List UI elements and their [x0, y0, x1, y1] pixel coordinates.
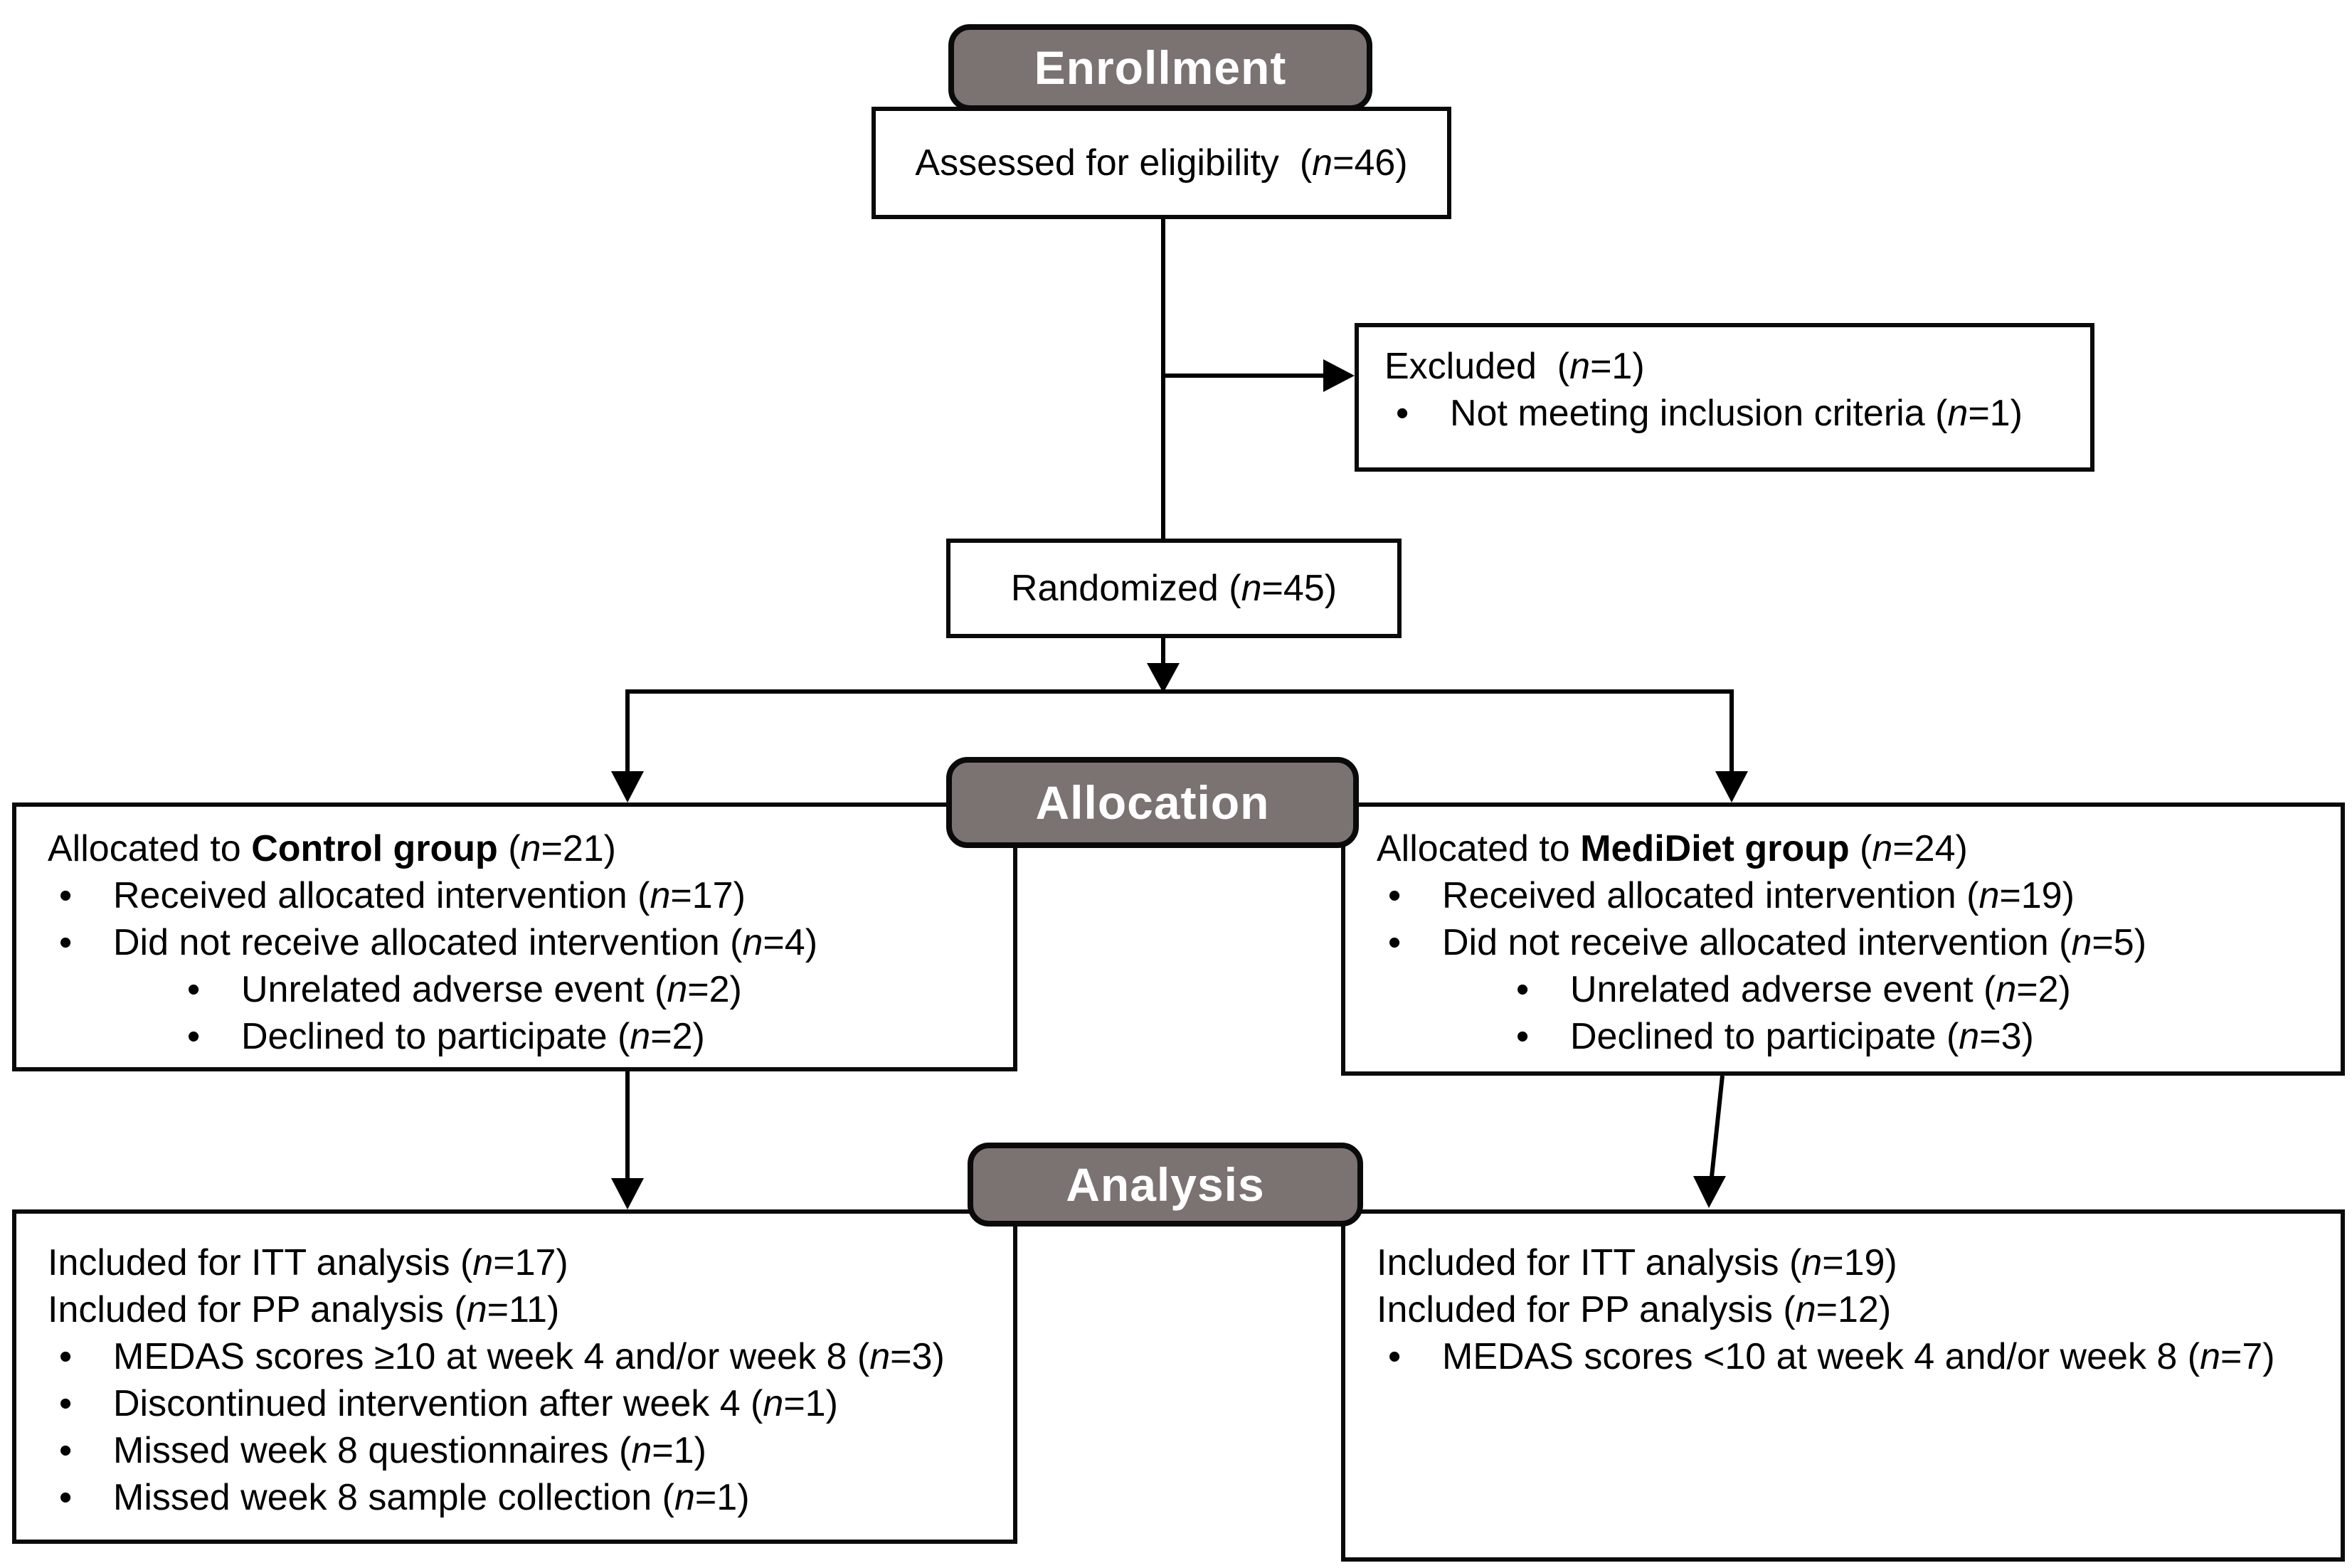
- allocated-medidiet-group-box: Allocated to MediDiet group (n=24) • Recei…: [1341, 802, 2345, 1076]
- bullet-glyph: •: [1516, 969, 1530, 1010]
- allocation-stage-label: Allocation: [1035, 776, 1270, 829]
- enrollment-stage-label: Enrollment: [1034, 41, 1287, 94]
- arrowhead-medidiet-icon: [1715, 771, 1748, 802]
- text-line: • MEDAS scores ≥10 at week 4 and/or week …: [48, 1333, 999, 1380]
- text-line: • Received allocated intervention (n=19): [1377, 872, 2326, 919]
- text-line: • Not meeting inclusion criteria (n=1): [1384, 390, 2079, 437]
- text-line: Assessed for eligibility (n=46): [915, 139, 1407, 186]
- analysis-stage-label: Analysis: [1066, 1158, 1265, 1211]
- line-text: Received allocated intervention (n=17): [113, 875, 746, 916]
- line-text: Unrelated adverse event (n=2): [1570, 969, 2071, 1010]
- line-text: Excluded (n=1): [1384, 346, 1645, 387]
- text-line: Randomized (n=45): [1011, 565, 1337, 612]
- analysis-control-group-box: Included for ITT analysis (n=17) Included…: [12, 1209, 1017, 1544]
- bullet-glyph: •: [1388, 875, 1402, 916]
- line-text: Declined to participate (n=2): [241, 1016, 705, 1057]
- line-text: Included for ITT analysis (n=17): [48, 1242, 568, 1283]
- randomized-box: Randomized (n=45): [946, 539, 1402, 638]
- text-line: Excluded (n=1): [1384, 343, 2079, 390]
- enrollment-stage-tab: Enrollment: [948, 24, 1372, 111]
- connector-split-line: [625, 689, 1734, 774]
- line-text: MEDAS scores ≥10 at week 4 and/or week 8…: [113, 1336, 945, 1377]
- bullet-glyph: •: [59, 922, 73, 963]
- bullet-glyph: •: [59, 1383, 73, 1424]
- arrowhead-split-center-icon: [1147, 663, 1180, 693]
- bullet-glyph: •: [1388, 922, 1402, 963]
- line-text: Randomized (n=45): [1010, 568, 1337, 609]
- analysis-stage-tab: Analysis: [968, 1143, 1363, 1227]
- bullet-glyph: •: [59, 1477, 73, 1518]
- text-line: • Did not receive allocated intervention …: [48, 919, 999, 966]
- text-line: • Missed week 8 questionnaires (n=1): [48, 1427, 999, 1474]
- line-text: Did not receive allocated intervention (…: [1442, 922, 2147, 963]
- text-line: Allocated to MediDiet group (n=24): [1377, 825, 2326, 872]
- line-text: Did not receive allocated intervention (…: [113, 922, 818, 963]
- line-text: Received allocated intervention (n=19): [1442, 875, 2075, 916]
- text-line: Included for PP analysis (n=12): [1377, 1286, 2326, 1333]
- excluded-box: Excluded (n=1) • Not meeting inclusion cri…: [1355, 323, 2094, 472]
- line-text: Allocated to MediDiet group (n=24): [1377, 828, 1968, 869]
- line-text: Declined to participate (n=3): [1570, 1016, 2034, 1057]
- arrowhead-analysis-control-icon: [611, 1178, 644, 1209]
- bullet-glyph: •: [59, 875, 73, 916]
- bullet-glyph: •: [1516, 1016, 1530, 1057]
- line-text: Unrelated adverse event (n=2): [241, 969, 742, 1010]
- connector-medidiet-to-analysis: [1710, 1075, 1725, 1177]
- text-line: • Discontinued intervention after week 4 …: [48, 1380, 999, 1427]
- text-line: • Received allocated intervention (n=17): [48, 872, 999, 919]
- line-text: Included for PP analysis (n=11): [48, 1289, 560, 1330]
- arrowhead-analysis-medidiet-icon: [1693, 1176, 1726, 1208]
- text-line: • MEDAS scores <10 at week 4 and/or week …: [1377, 1333, 2326, 1380]
- text-line: • Unrelated adverse event (n=2): [1505, 966, 2326, 1013]
- line-text: Not meeting inclusion criteria (n=1): [1450, 393, 2023, 434]
- line-text: MEDAS scores <10 at week 4 and/or week 8…: [1442, 1336, 2275, 1377]
- line-text: Allocated to Control group (n=21): [48, 828, 616, 869]
- line-text: Discontinued intervention after week 4 (…: [113, 1383, 838, 1424]
- analysis-medidiet-group-box: Included for ITT analysis (n=19) Included…: [1341, 1209, 2345, 1562]
- text-line: Included for ITT analysis (n=19): [1377, 1239, 2326, 1286]
- line-text: Assessed for eligibility (n=46): [915, 142, 1408, 184]
- text-line: • Did not receive allocated intervention …: [1377, 919, 2326, 966]
- text-line: Included for ITT analysis (n=17): [48, 1239, 999, 1286]
- bullet-glyph: •: [59, 1336, 73, 1377]
- allocated-control-group-box: Allocated to Control group (n=21) • Receiv…: [12, 802, 1017, 1071]
- bullet-glyph: •: [1396, 393, 1409, 434]
- arrowhead-excluded-icon: [1323, 359, 1355, 392]
- text-line: Included for PP analysis (n=11): [48, 1286, 999, 1333]
- line-text: Missed week 8 questionnaires (n=1): [113, 1430, 706, 1471]
- text-line: • Declined to participate (n=2): [176, 1013, 999, 1060]
- allocation-stage-tab: Allocation: [946, 757, 1359, 848]
- line-text: Included for PP analysis (n=12): [1377, 1289, 1892, 1330]
- line-text: Missed week 8 sample collection (n=1): [113, 1477, 750, 1518]
- bullet-glyph: •: [187, 1016, 201, 1057]
- text-line: Allocated to Control group (n=21): [48, 825, 999, 872]
- arrowhead-control-icon: [611, 771, 644, 802]
- bullet-glyph: •: [1388, 1336, 1402, 1377]
- text-line: • Missed week 8 sample collection (n=1): [48, 1474, 999, 1521]
- text-line: • Unrelated adverse event (n=2): [176, 966, 999, 1013]
- bullet-glyph: •: [187, 969, 201, 1010]
- assessed-for-eligibility-box: Assessed for eligibility (n=46): [872, 107, 1451, 219]
- bullet-glyph: •: [59, 1430, 73, 1471]
- line-text: Included for ITT analysis (n=19): [1377, 1242, 1897, 1283]
- text-line: • Declined to participate (n=3): [1505, 1013, 2326, 1060]
